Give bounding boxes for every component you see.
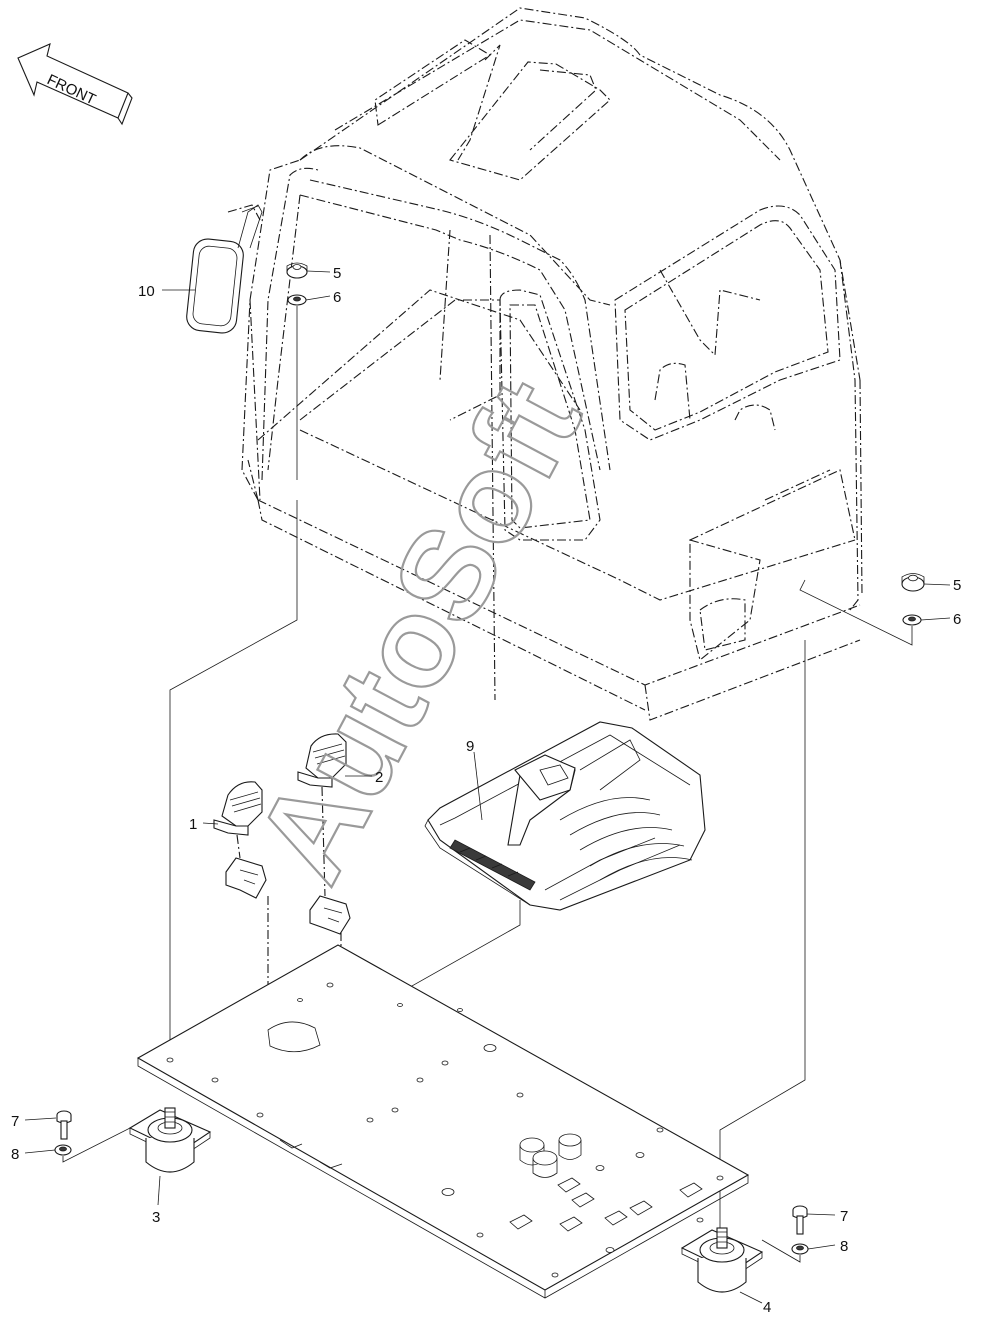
front-direction-arrow: FRONT [17,43,133,126]
pedal-left [213,781,267,899]
callout-2: 2 [375,769,383,786]
nut-upper-left [286,262,308,279]
callout-5-right: 5 [953,577,961,594]
bolt-right [792,1205,808,1235]
washer-upper-left [287,294,307,306]
callout-6-right: 6 [953,611,961,628]
callout-5-upper: 5 [333,265,341,282]
nut-right [901,573,925,592]
leader-line-left-mount [62,1127,131,1163]
callout-8-right: 8 [840,1238,848,1255]
bolt-left [56,1110,72,1140]
mount-left [128,1107,212,1173]
callout-6-upper: 6 [333,289,341,306]
leader-line-right [719,579,913,1250]
floor-mat [424,721,706,911]
pedal-right [297,733,351,935]
leader-line-upper-left [169,306,298,1065]
callout-leaders [24,270,951,1304]
floor-plate [136,944,750,1299]
callout-7-left: 7 [11,1113,19,1130]
callout-7-right: 7 [840,1208,848,1225]
washer-right [902,614,922,626]
callout-10: 10 [138,283,155,300]
floor-plate-bosses [519,1133,582,1178]
washer-right-lower [791,1243,809,1255]
mount-right [680,1227,764,1293]
side-mirror [186,204,263,334]
washer-left [54,1144,72,1156]
callout-4: 4 [763,1299,771,1316]
callout-3: 3 [152,1209,160,1226]
front-arrow-label: FRONT [44,71,98,108]
callout-8-left: 8 [11,1146,19,1163]
leader-line-right-mount [761,1239,801,1263]
callout-9: 9 [466,738,474,755]
floor-plate-holes [166,982,724,1278]
floor-plate-brackets [509,1177,703,1232]
cab-outline [227,7,863,721]
callout-1: 1 [189,816,197,833]
